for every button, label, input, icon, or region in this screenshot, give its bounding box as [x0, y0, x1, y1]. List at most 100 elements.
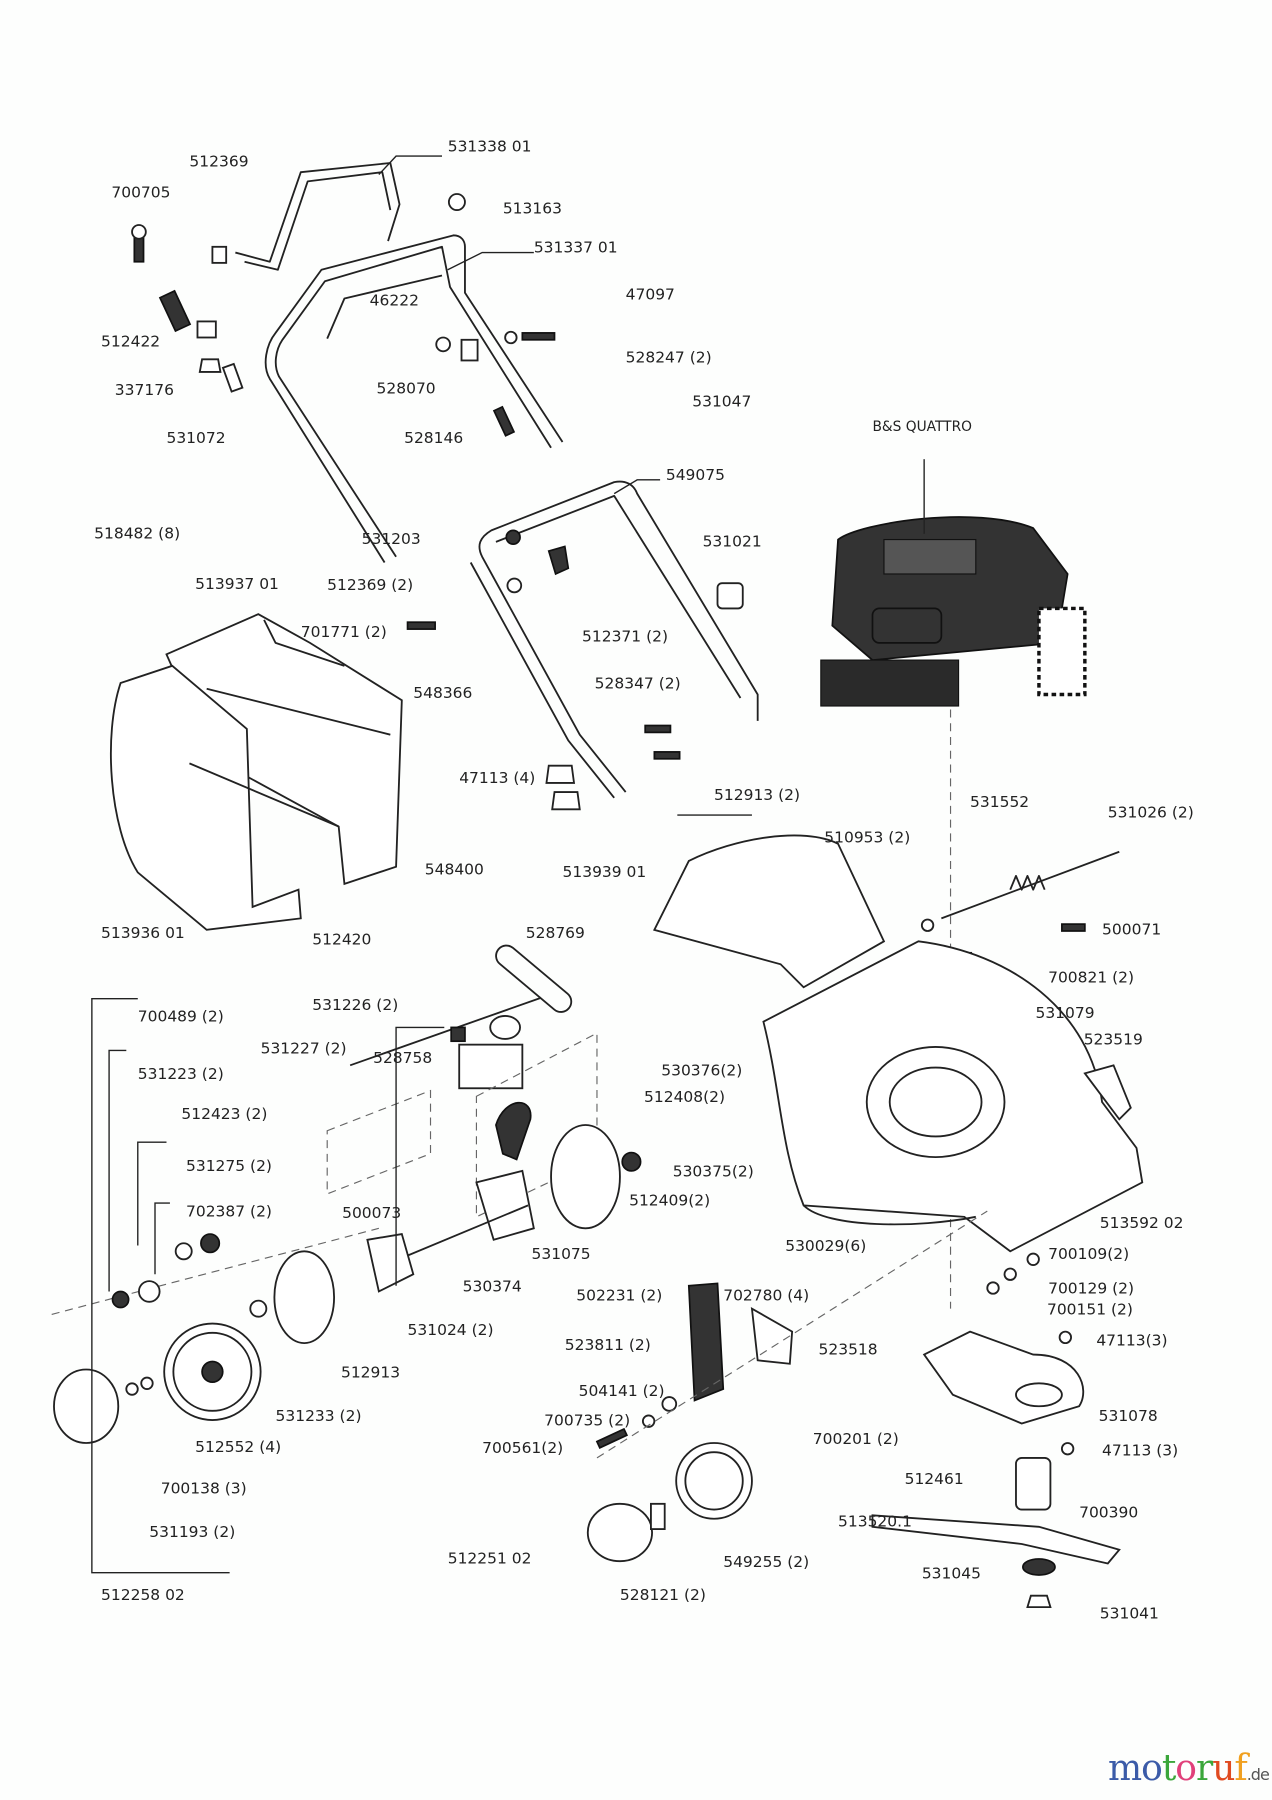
front-wheel-549255	[586, 1282, 794, 1563]
part-label: 549255 (2)	[723, 1553, 809, 1571]
part-label: 47113 (4)	[459, 769, 535, 787]
part-label: 512369	[189, 152, 248, 170]
part-label: 531075	[532, 1245, 591, 1263]
part-label: 700390	[1079, 1504, 1138, 1522]
logo-letter: r	[1195, 1748, 1213, 1789]
part-label: 47113(3)	[1096, 1331, 1167, 1349]
hubcap-plate	[550, 1124, 621, 1230]
engine-bs-quattro	[820, 516, 1087, 707]
part-label: 700151 (2)	[1047, 1300, 1133, 1318]
part-label: 47113 (3)	[1102, 1442, 1178, 1460]
part-label: 528758	[373, 1049, 432, 1067]
part-label: 47097	[626, 286, 675, 304]
part-label: 523811 (2)	[565, 1336, 651, 1354]
part-label: 528070	[377, 380, 436, 398]
part-label: 500073	[342, 1204, 401, 1222]
part-label: 512369 (2)	[327, 576, 413, 594]
upper-handle-531337	[264, 234, 564, 563]
part-label: 513592 02	[1100, 1214, 1184, 1232]
part-label: 512913	[341, 1363, 400, 1381]
mower-deck-513592	[762, 940, 1144, 1253]
logo-letter: o	[1141, 1748, 1163, 1789]
part-label: 531024 (2)	[408, 1321, 494, 1339]
part-label: 512423 (2)	[181, 1105, 267, 1123]
lower-handle-549075	[406, 480, 759, 811]
part-label: 549075	[666, 466, 725, 484]
part-label: 531226 (2)	[312, 996, 398, 1014]
part-label: 512408(2)	[644, 1088, 725, 1106]
part-label: 512409(2)	[629, 1191, 710, 1209]
logo-suffix: .de	[1246, 1765, 1270, 1784]
part-label: 531072	[166, 429, 225, 447]
rear-wheel-531233	[163, 1322, 262, 1421]
part-label: 531079	[1035, 1004, 1094, 1022]
gearbox-528758	[326, 996, 598, 1293]
part-label: 530376(2)	[661, 1062, 742, 1080]
part-label: 512913 (2)	[714, 786, 800, 804]
part-label: 512251 02	[448, 1549, 532, 1567]
part-label: 504141 (2)	[579, 1382, 665, 1400]
part-label: 531078	[1099, 1407, 1158, 1425]
logo-letter: f	[1234, 1748, 1247, 1789]
part-label: 702780 (4)	[723, 1287, 809, 1305]
belt-528769	[495, 944, 573, 1013]
part-label: 512552 (4)	[195, 1438, 281, 1456]
part-label: 531275 (2)	[186, 1157, 272, 1175]
part-label: 513936 01	[101, 924, 185, 942]
part-label: 702387 (2)	[186, 1203, 272, 1221]
logo-letter: t	[1161, 1748, 1177, 1789]
part-label: 700201 (2)	[813, 1430, 899, 1448]
part-label: 531047	[692, 392, 751, 410]
leader-lines	[91, 155, 752, 1574]
part-label: 531021	[703, 532, 762, 550]
part-label: 337176	[115, 381, 174, 399]
part-label: 510953 (2)	[824, 829, 910, 847]
discharge-flap-513939	[653, 834, 886, 989]
part-label: 513939 01	[563, 863, 647, 881]
part-label: 500071	[1102, 920, 1161, 938]
part-label: 700489 (2)	[138, 1008, 224, 1026]
part-label: 548400	[425, 861, 484, 879]
part-label: 701771 (2)	[301, 623, 387, 641]
part-label: 523518	[819, 1340, 878, 1358]
part-label: 531193 (2)	[149, 1523, 235, 1541]
part-label: 512461	[905, 1470, 964, 1488]
part-label: 528146	[404, 429, 463, 447]
upper-handle-531338	[235, 162, 401, 271]
part-label: 531552	[970, 793, 1029, 811]
part-label: 700109(2)	[1048, 1245, 1129, 1263]
wheel-plate-512423	[273, 1250, 336, 1345]
part-label: 502231 (2)	[576, 1287, 662, 1305]
blade-assembly	[871, 1252, 1121, 1609]
part-label: 530375(2)	[673, 1163, 754, 1181]
part-label: 530374	[463, 1277, 522, 1295]
part-label: 518482 (8)	[94, 524, 180, 542]
part-label: 513937 01	[195, 575, 279, 593]
part-label: 528769	[526, 924, 585, 942]
part-label: 528247 (2)	[626, 349, 712, 367]
part-label: 528121 (2)	[620, 1586, 706, 1604]
part-label: 531045	[922, 1564, 981, 1582]
part-label: 528347 (2)	[595, 675, 681, 693]
part-label: 531227 (2)	[261, 1040, 347, 1058]
part-label: 46222	[370, 291, 419, 309]
hubcap-512258	[53, 1368, 120, 1444]
part-label: 700821 (2)	[1048, 969, 1134, 987]
spring-bolt-parts	[131, 193, 556, 437]
part-label: 531203	[362, 530, 421, 548]
part-label: 700561(2)	[482, 1439, 563, 1457]
engine-label: B&S QUATTRO	[872, 419, 972, 435]
part-label: 548366	[413, 684, 472, 702]
part-label: 531337 01	[534, 238, 618, 256]
part-label: 513520.1	[838, 1513, 912, 1531]
part-label: 512422	[101, 333, 160, 351]
logo-letter: o	[1175, 1748, 1197, 1789]
part-label: 700129 (2)	[1048, 1280, 1134, 1298]
part-label: 531338 01	[448, 137, 532, 155]
motoruf-logo: motoruf.de	[1108, 1748, 1270, 1789]
part-label: 531026 (2)	[1108, 803, 1194, 821]
part-label: 531041	[1100, 1605, 1159, 1623]
part-label: 531233 (2)	[276, 1407, 362, 1425]
part-label: 512420	[312, 931, 371, 949]
